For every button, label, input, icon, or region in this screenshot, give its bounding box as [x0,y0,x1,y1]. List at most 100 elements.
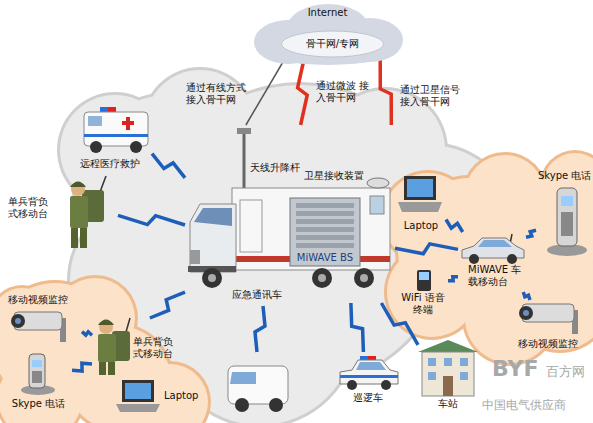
wireless-uplink [298,58,308,125]
laptop-unit: Laptop [396,174,446,234]
emergency-truck [208,274,216,282]
laptop-figure [404,176,436,200]
soldier-figure [71,182,85,196]
vehicle-figure [478,240,512,247]
phone-figure [21,354,55,395]
base-station-rack [290,198,360,266]
emergency-truck [243,134,246,188]
soldier-figure [98,334,116,362]
node-label: 远程医疗救护 [80,158,140,170]
grey-cloud [60,95,170,205]
wireless-link [448,277,458,281]
node-label: 巡逻车 [353,392,383,404]
wireless-link [381,303,418,345]
station-figure [460,358,468,366]
node-label: 车站 [438,398,458,410]
emergency-truck [190,204,236,272]
phone-unit: Skype 电话 [5,352,72,412]
phone-figure [29,354,45,388]
wireless-link [118,215,185,225]
node-label: Skype 电话 [538,170,591,182]
van-figure [228,366,288,404]
station-figure [443,376,453,396]
wired-link [246,58,285,125]
station-building: 车站 [418,338,478,412]
soldier-figure [70,196,88,228]
wireless-link [526,230,536,237]
network-cloud: Internet 骨干网/专网 [250,2,405,66]
base-station-rack [296,243,354,248]
orange-cloud [0,150,593,423]
wifi-phone-figure [417,270,431,291]
ambulance [122,121,134,125]
emergency-truck [240,200,262,252]
ambulance [88,116,102,126]
emergency-truck [188,128,390,288]
emergency-truck [202,268,222,288]
wifi-phone-unit: WiFi 语音终端 [398,268,448,318]
orange-cloud [0,150,593,423]
vehicle-figure [507,254,517,264]
node-label: 移动视频监控 [518,338,578,350]
node-label: Laptop [404,220,438,232]
van-figure [255,306,265,352]
base-station-rack [296,235,354,240]
wireless-link [446,220,463,233]
ambulance [84,107,148,153]
camera-figure [15,318,21,324]
laptop-figure [407,179,433,197]
camera-figure [519,304,578,334]
patrol-car-unit: 巡逻车 [335,352,400,408]
wifi-phone-figure [417,270,431,291]
base-station-rack [296,203,354,208]
police-car-figure [347,380,357,390]
emergency-truck [354,268,374,288]
soldier-figure [70,182,86,188]
police-car-figure [356,362,386,370]
part-name: 天线升降杆 [250,162,300,174]
camera-unit: 移动视频监控 [6,292,82,348]
emergency-truck [194,208,232,226]
station-figure [460,372,468,380]
emergency-truck [318,274,326,282]
base-station-rack [296,211,354,216]
node-label: 单兵背负 式移动台 [133,336,178,360]
police-car-figure [360,356,368,360]
ambulance [84,134,148,137]
police-car-figure [340,360,398,384]
camera-figure [519,306,533,320]
command-truck: 应急通讯车MiWAVE BS [185,125,395,303]
link-label: 通过有线方式 接入骨干网 [186,82,251,106]
soldier-figure [70,176,106,248]
phone-unit: Skype 电话 [536,168,593,258]
watermark: BYF [492,356,539,382]
police-car-figure [368,356,376,360]
vehicle-station: MiWAVE 车载移动台 [458,232,526,292]
emergency-truck [237,128,251,134]
base-station-rack [290,198,360,266]
cloud-shape [282,31,384,57]
base-station-box: MiWAVE BS [290,198,360,266]
camera-figure [523,310,529,316]
wireless-link [150,292,185,318]
laptop-figure [122,380,154,402]
soldier-station: 单兵背负 式移动台 [92,318,180,375]
phone-figure [561,212,573,236]
soldier-figure [108,362,115,375]
laptop-figure [398,176,442,212]
ambulance [100,107,108,112]
base-station-rack [296,219,354,224]
police-car-figure [381,380,391,390]
soldier-figure [126,318,130,332]
vehicle-figure [462,234,524,264]
soldier-figure [99,362,106,375]
node-label: 骨干网/专网 [306,38,359,50]
wireless-link [152,154,185,178]
node-label: WiFi 语音终端 [401,292,446,316]
node-label: Internet [308,7,348,19]
laptop-figure [125,383,151,399]
emergency-truck [190,250,200,264]
soldier-figure [80,228,87,248]
wireless-link [82,332,92,336]
soldier-figure [98,320,114,326]
